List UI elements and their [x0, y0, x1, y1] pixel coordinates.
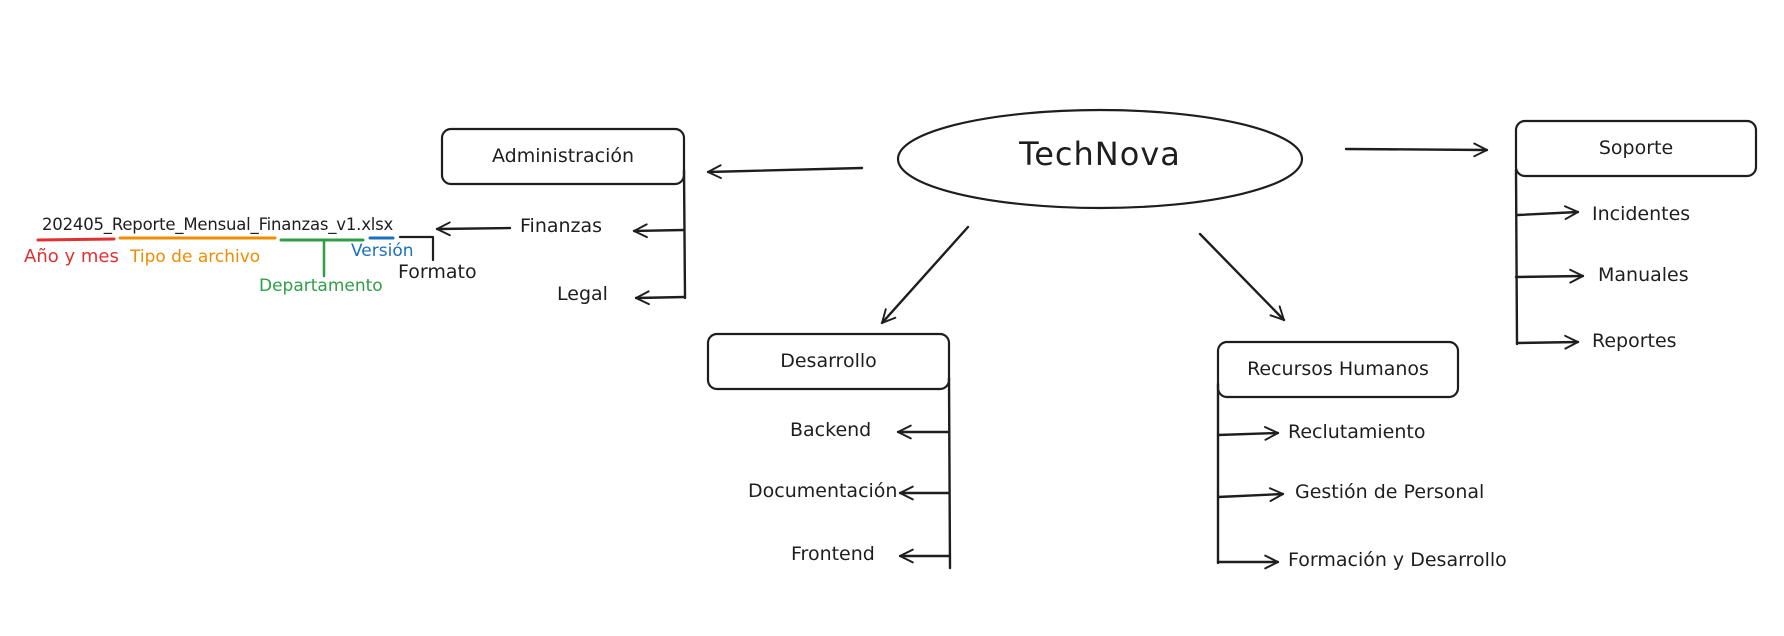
node-legal: Legal	[557, 283, 608, 305]
node-manuales: Manuales	[1598, 264, 1689, 286]
node-documentacion: Documentación	[748, 480, 898, 502]
underline-year-month	[36, 237, 116, 242]
arrow-center-desarrollo	[880, 225, 970, 325]
arrow-center-recursos-humanos	[1198, 232, 1286, 322]
recursos-humanos-box	[1216, 340, 1460, 399]
node-gestion-personal: Gestión de Personal	[1295, 481, 1485, 503]
part-version: Versión	[351, 241, 414, 261]
soporte-trunk	[1514, 168, 1519, 346]
node-reclutamiento: Reclutamiento	[1288, 421, 1426, 443]
node-backend: Backend	[790, 419, 872, 441]
arrow-reportes	[1515, 334, 1580, 350]
arrow-finanzas	[632, 223, 686, 239]
node-reportes: Reportes	[1592, 330, 1677, 352]
administracion-label: Administración	[491, 145, 635, 167]
arrow-manuales	[1514, 268, 1585, 284]
arrow-legal	[634, 290, 687, 306]
soporte-label: Soporte	[1598, 137, 1674, 159]
node-formacion: Formación y Desarrollo	[1288, 549, 1507, 571]
format-bracket	[398, 235, 435, 262]
desarrollo-box	[706, 332, 951, 391]
example-filename: 202405_Reporte_Mensual_Finanzas_v1.xlsx	[42, 215, 394, 234]
arrow-incidentes	[1516, 205, 1580, 220]
soporte-box	[1514, 119, 1758, 178]
arrow-reclutamiento	[1216, 426, 1280, 441]
part-department: Departamento	[259, 276, 383, 296]
center-ellipse	[896, 108, 1304, 210]
arrow-center-administracion	[706, 164, 864, 180]
arrow-center-soporte	[1344, 142, 1489, 158]
part-year-month: Año y mes	[24, 246, 119, 267]
node-incidentes: Incidentes	[1592, 203, 1691, 225]
node-finanzas: Finanzas	[520, 215, 603, 237]
desarrollo-label: Desarrollo	[780, 350, 877, 372]
part-format: Formato	[398, 261, 477, 283]
recursos-humanos-label: Recursos Humanos	[1247, 358, 1429, 380]
arrow-finanzas-filename	[435, 221, 512, 237]
desarrollo-trunk	[947, 376, 952, 570]
node-frontend: Frontend	[791, 543, 875, 565]
arrow-gestion-personal	[1216, 487, 1285, 502]
administracion-box	[440, 127, 686, 186]
part-file-type: Tipo de archivo	[130, 247, 261, 267]
administracion-trunk	[682, 168, 687, 300]
center-title: TechNova	[1019, 135, 1181, 173]
